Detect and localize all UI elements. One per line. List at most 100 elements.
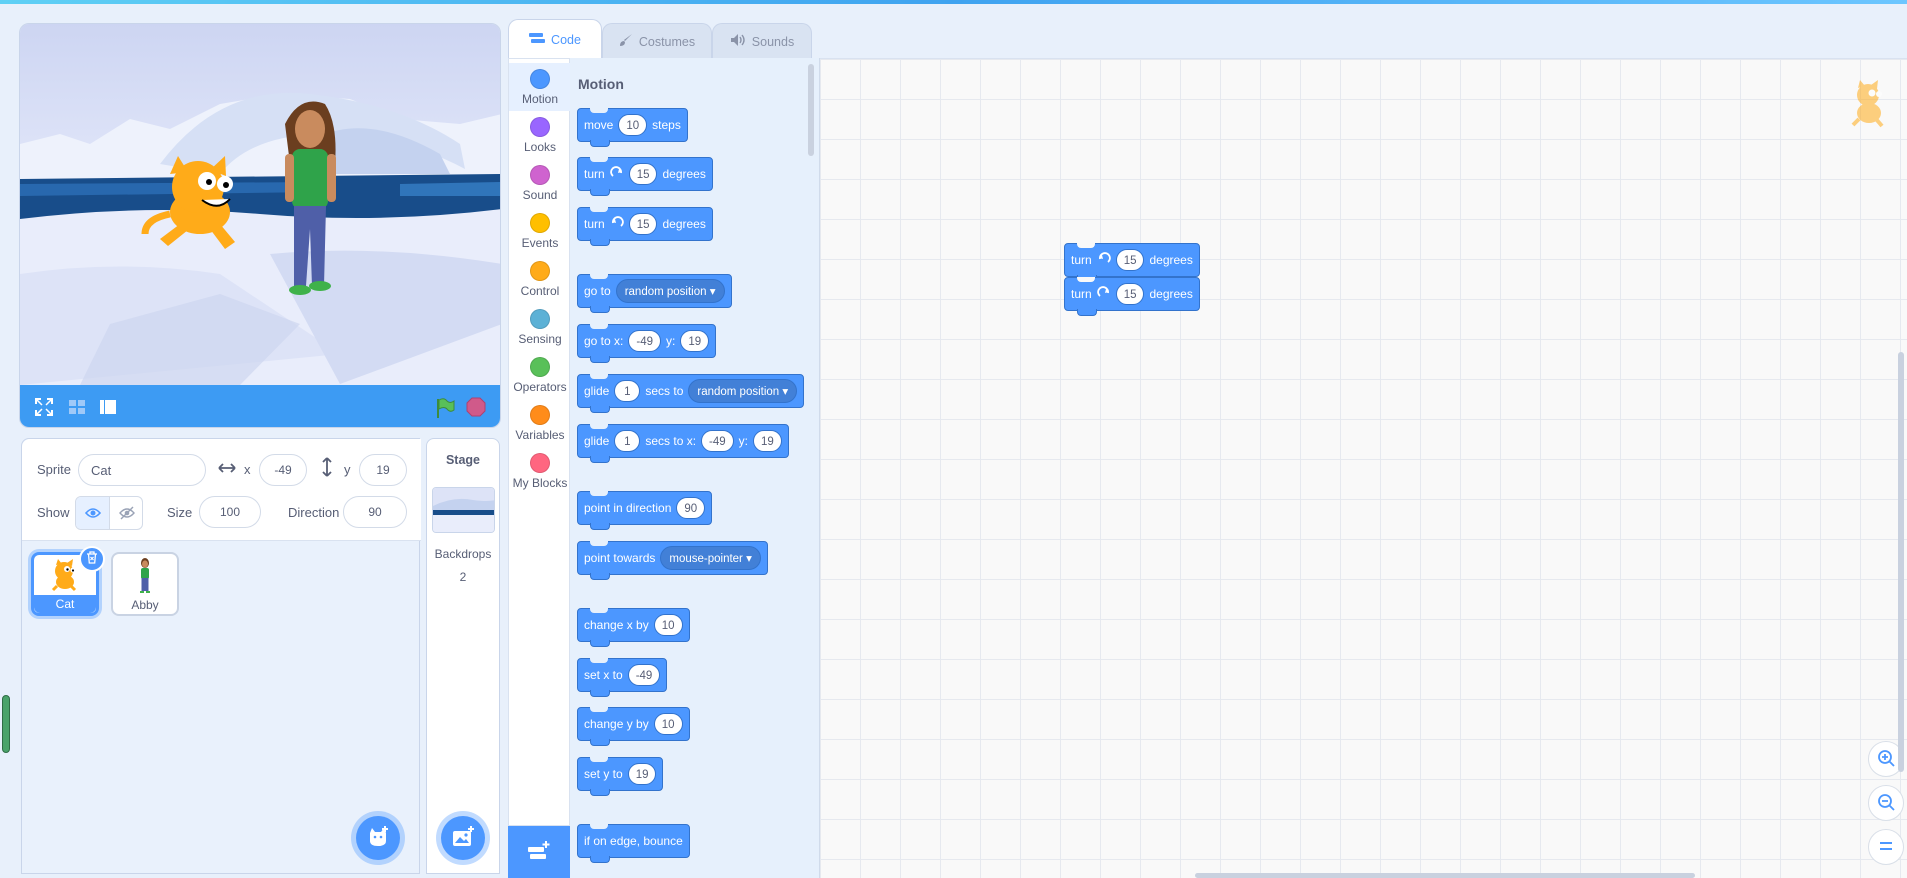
category-variables[interactable]: Variables [509, 399, 571, 447]
block-input[interactable]: 19 [680, 330, 710, 352]
block-input[interactable]: -49 [701, 430, 734, 452]
zoom-reset-button[interactable] [1868, 829, 1904, 865]
tab-label: Sounds [751, 34, 795, 49]
category-operators[interactable]: Operators [509, 351, 571, 399]
block-glide-to[interactable]: glide 1 secs to random position ▾ [577, 374, 805, 413]
block-input[interactable]: 10 [653, 614, 683, 636]
block-text: if on edge, bounce [584, 834, 683, 848]
y-field[interactable]: 19 [359, 454, 407, 486]
block-input[interactable]: 19 [753, 430, 782, 452]
block-dropdown[interactable]: random position ▾ [688, 379, 798, 403]
block-text: go to [584, 284, 611, 298]
show-hidden-button[interactable] [110, 497, 142, 529]
block-text: turn [1071, 287, 1092, 301]
category-label: My Blocks [512, 476, 568, 490]
size-field[interactable]: 100 [199, 496, 261, 528]
sprite-name-field[interactable]: Cat [78, 454, 206, 486]
stage[interactable] [19, 23, 501, 428]
block-turn-left[interactable]: turn 15 degrees [577, 207, 713, 246]
green-flag-icon[interactable] [434, 397, 455, 418]
sprite-tile-abby[interactable]: Abby [111, 552, 179, 616]
category-motion[interactable]: Motion [509, 63, 571, 111]
tab-sounds[interactable]: Sounds [712, 23, 812, 59]
category-sensing[interactable]: Sensing [509, 303, 571, 351]
block-input[interactable]: 10 [653, 713, 683, 735]
block-set-y[interactable]: set y to 19 [577, 757, 664, 796]
choose-backdrop-button[interactable] [441, 816, 485, 860]
block-input[interactable]: 1 [614, 380, 641, 402]
top-accent-bar [0, 0, 1907, 4]
block-text: move [584, 118, 614, 132]
category-control[interactable]: Control [509, 255, 571, 303]
sprite-tile-name: Cat [34, 595, 96, 613]
block-input[interactable]: 1 [614, 430, 641, 452]
sprite-tile-cat[interactable]: Cat [31, 546, 105, 616]
small-stage-icon[interactable] [67, 397, 87, 417]
tab-costumes[interactable]: Costumes [602, 23, 712, 59]
category-label: Sound [522, 188, 558, 202]
block-input[interactable]: 15 [628, 213, 658, 235]
choose-sprite-button[interactable] [356, 816, 400, 860]
palette-scrollbar[interactable] [808, 64, 814, 156]
block-point-towards[interactable]: point towards mouse-pointer ▾ [577, 541, 768, 580]
script-workspace[interactable]: turn 15 degrees turn 15 degrees [820, 58, 1907, 878]
show-visible-button[interactable] [76, 497, 110, 529]
category-my-blocks[interactable]: My Blocks [509, 447, 571, 495]
block-change-x[interactable]: change x by 10 [577, 608, 690, 647]
category-sound[interactable]: Sound [509, 159, 571, 207]
size-label: Size [167, 505, 193, 520]
block-move-steps[interactable]: move 10 steps [577, 108, 688, 147]
sprite-pane: Sprite Cat x -49 y 19 Show Size 100 Dire… [21, 438, 421, 874]
script-block-turn-left[interactable]: turn 15 degrees [1064, 243, 1200, 282]
sprite-info: Sprite Cat x -49 y 19 Show Size 100 Dire… [22, 439, 421, 541]
block-glide-to-xy[interactable]: glide 1 secs to x: -49 y: 19 [577, 424, 789, 463]
block-input[interactable]: 90 [676, 497, 706, 519]
category-label: Control [520, 284, 560, 298]
arctic-backdrop [20, 92, 500, 385]
block-input[interactable]: -49 [628, 330, 661, 352]
block-dropdown[interactable]: mouse-pointer ▾ [660, 546, 761, 570]
abby-thumbnail-icon [135, 558, 155, 597]
block-dropdown[interactable]: random position ▾ [615, 279, 725, 303]
direction-field[interactable]: 90 [343, 496, 407, 528]
stage-target-pane[interactable]: Stage Backdrops 2 [426, 438, 500, 874]
block-input[interactable]: 15 [1115, 249, 1145, 271]
block-go-to[interactable]: go to random position ▾ [577, 274, 732, 313]
block-set-x[interactable]: set x to -49 [577, 658, 668, 697]
operators-dot-icon [530, 357, 550, 377]
looks-dot-icon [530, 117, 550, 137]
block-text: point towards [584, 551, 656, 565]
delete-sprite-button[interactable] [79, 546, 105, 572]
block-input[interactable]: 15 [628, 163, 658, 185]
dropdown-value: random position [697, 386, 780, 398]
dropdown-value: random position [624, 286, 707, 298]
stop-icon[interactable] [466, 397, 486, 417]
block-change-y[interactable]: change y by 10 [577, 707, 690, 746]
block-text: secs to x: [645, 434, 697, 448]
workspace-horizontal-scrollbar[interactable] [1195, 873, 1695, 878]
x-field[interactable]: -49 [259, 454, 307, 486]
block-input[interactable]: 15 [1115, 283, 1145, 305]
my-blocks-dot-icon [530, 453, 550, 473]
block-input[interactable]: 19 [627, 763, 657, 785]
block-go-to-xy[interactable]: go to x: -49 y: 19 [577, 324, 717, 363]
script-block-turn-right[interactable]: turn 15 degrees [1064, 277, 1200, 316]
tab-code[interactable]: Code [508, 19, 602, 59]
stage-canvas[interactable] [20, 24, 500, 385]
category-looks[interactable]: Looks [509, 111, 571, 159]
fullscreen-icon[interactable] [34, 397, 54, 417]
block-turn-right[interactable]: turn 15 degrees [577, 157, 713, 196]
category-events[interactable]: Events [509, 207, 571, 255]
workspace-vertical-scrollbar[interactable] [1898, 352, 1904, 772]
block-point-in-direction[interactable]: point in direction 90 [577, 491, 713, 530]
zoom-out-button[interactable] [1868, 785, 1904, 821]
show-toggle-group [75, 496, 143, 530]
backdrop-thumbnail[interactable] [432, 487, 495, 533]
large-stage-icon[interactable] [98, 397, 118, 417]
add-extension-button[interactable] [508, 826, 570, 878]
edge-handle[interactable] [2, 695, 10, 753]
block-input[interactable]: 10 [618, 114, 648, 136]
block-input[interactable]: -49 [627, 664, 661, 686]
block-if-on-edge-bounce[interactable]: if on edge, bounce [577, 824, 690, 863]
speaker-icon [730, 33, 746, 50]
